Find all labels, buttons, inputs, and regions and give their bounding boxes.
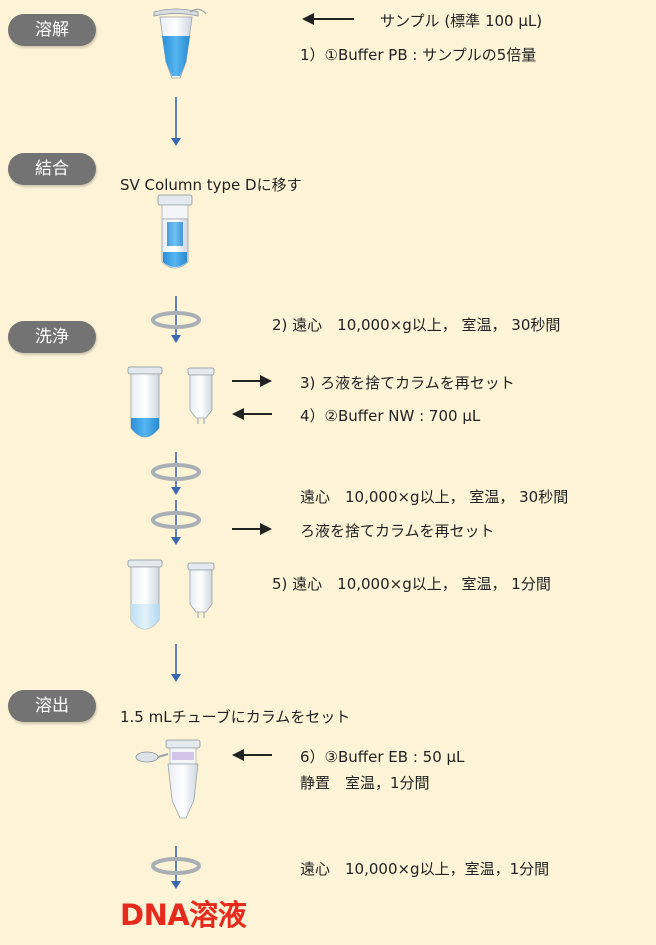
dna-solution-label: DNA溶液 [120,898,247,932]
left-arrow-icon [302,13,354,25]
discard-wash-note: ろ液を捨てカラムを再セット [300,522,495,540]
step-wash-pill: 洗浄 [8,321,96,353]
sample-note: サンプル (標準 100 µL) [380,12,543,30]
lysis-tube-icon [153,8,207,79]
right-arrow-icon [232,375,272,387]
step-elute-pill: 溶出 [8,690,96,722]
centrifuge-rotate-icon [151,846,201,889]
buffer-nw-note: 4）②Buffer NW : 700 µL [300,407,481,425]
collection-tube-icon [127,366,163,438]
flow-arrow-1 [171,97,181,146]
column-transfer-note: SV Column type Dに移す [120,176,302,194]
spin-final-note: 遠心 10,000×g以上，室温，1分間 [300,860,550,878]
left-arrow-icon [232,408,272,420]
stand-note: 静置 室温，1分間 [300,774,430,792]
collection-tube-icon [127,559,163,630]
discard-3-note: 3) ろ液を捨てカラムを再セット [300,374,515,392]
set-tube-note: 1.5 mLチューブにカラムをセット [120,708,351,726]
step-lysis-pill: 溶解 [8,14,96,46]
buffer-pb-note: 1）①Buffer PB : サンプルの5倍量 [300,46,537,64]
right-arrow-icon [232,523,272,535]
spin-5-note: 5) 遠心 10,000×g以上， 室温， 1分間 [272,575,551,593]
centrifuge-rotate-icon [151,296,201,343]
centrifuge-rotate-icon [151,452,201,495]
column-icon [187,562,215,618]
left-arrow-icon [232,749,272,761]
step-bind-pill: 結合 [8,153,96,185]
column-icon [187,367,215,424]
elution-tube-icon [135,739,201,819]
spin-wash-note: 遠心 10,000×g以上， 室温， 30秒間 [300,488,569,506]
buffer-eb-note: 6）③Buffer EB : 50 µL [300,748,465,766]
sv-column-icon [157,194,193,269]
spin-2-note: 2) 遠心 10,000×g以上， 室温， 30秒間 [272,316,561,334]
centrifuge-rotate-icon [151,500,201,545]
flow-arrow-2 [171,644,181,682]
